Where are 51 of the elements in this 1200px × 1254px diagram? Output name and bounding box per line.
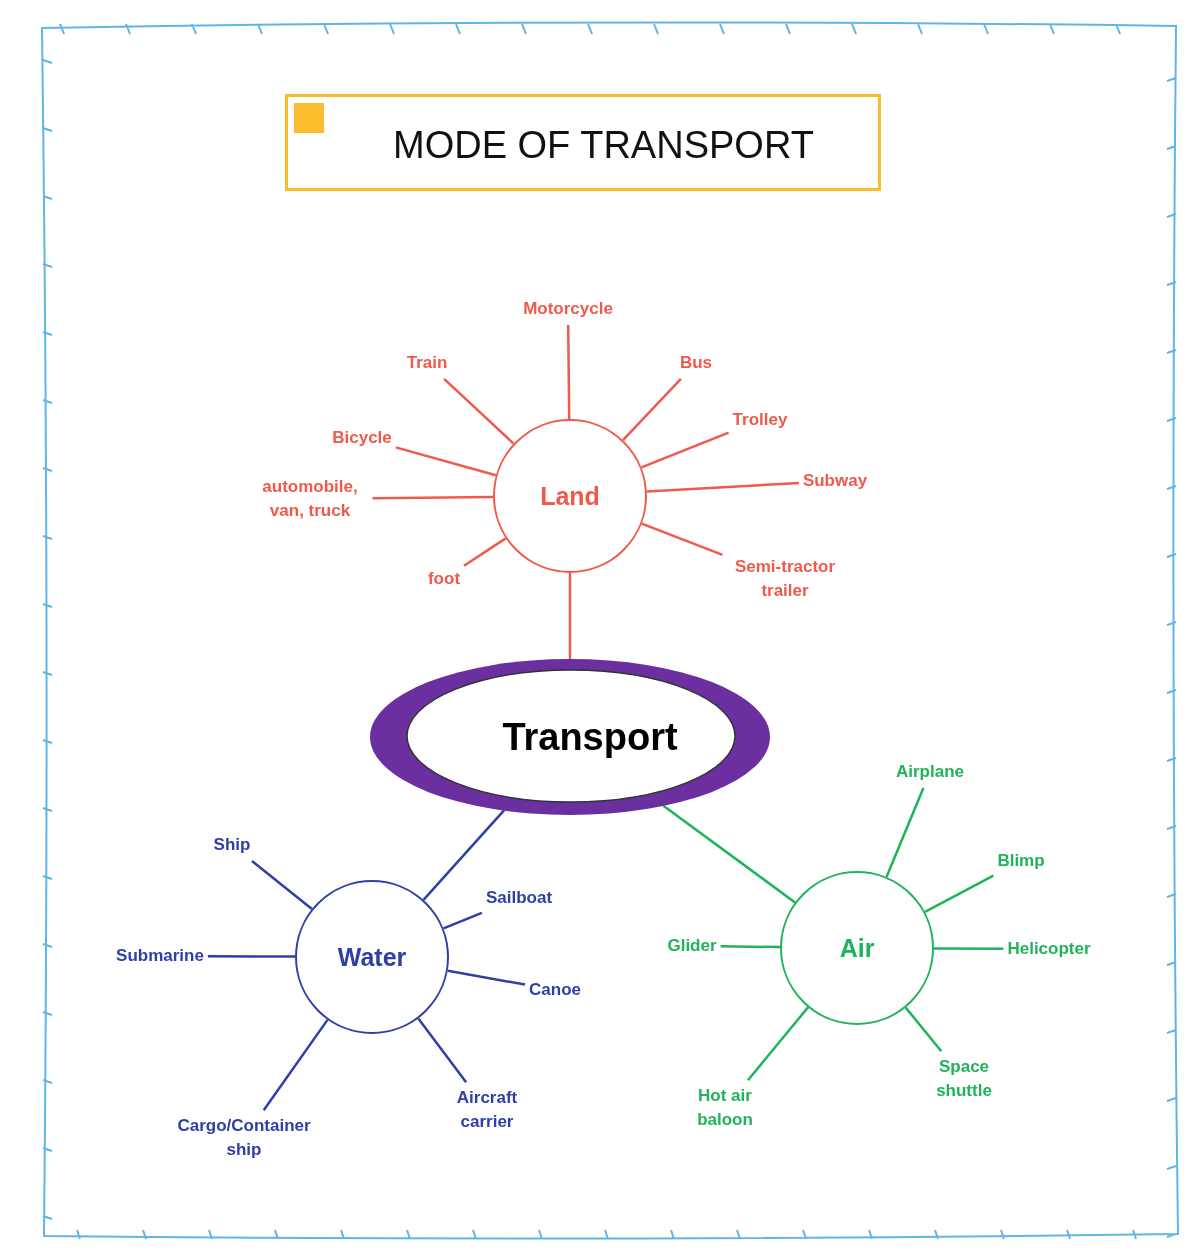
connector-line bbox=[720, 945, 780, 949]
item-label: Space shuttle bbox=[926, 1051, 1002, 1107]
connector-line bbox=[463, 537, 507, 567]
item-label: Hot air baloon bbox=[685, 1080, 765, 1136]
connector-line bbox=[662, 804, 796, 904]
connector-line bbox=[262, 1019, 329, 1111]
connector-line bbox=[443, 911, 483, 930]
connector-line bbox=[251, 859, 313, 910]
item-label: Glider bbox=[663, 930, 721, 962]
item-label: Train bbox=[402, 347, 452, 379]
connector-line bbox=[622, 378, 682, 441]
item-label: Semi-tractor trailer bbox=[722, 551, 848, 607]
category-circle: Land bbox=[493, 419, 647, 573]
item-label: Canoe bbox=[525, 974, 585, 1006]
item-label: Trolley bbox=[728, 404, 792, 436]
connector-line bbox=[566, 324, 571, 419]
item-label: Bicycle bbox=[328, 422, 396, 454]
category-circle: Water bbox=[295, 880, 449, 1034]
connector-line bbox=[904, 1006, 943, 1052]
connector-line bbox=[395, 446, 497, 477]
connector-line bbox=[207, 954, 295, 958]
connector-line bbox=[422, 809, 506, 901]
item-label: Subway bbox=[798, 465, 872, 497]
connector-line bbox=[447, 969, 526, 986]
connector-line bbox=[641, 522, 723, 557]
item-label: Bus bbox=[675, 347, 717, 379]
item-label: Ship bbox=[209, 829, 255, 861]
item-label: Blimp bbox=[993, 845, 1049, 877]
item-label: automobile, van, truck bbox=[247, 471, 373, 527]
connector-line bbox=[934, 947, 1004, 951]
category-circle: Air bbox=[780, 871, 934, 1025]
connector-line bbox=[443, 378, 515, 445]
node-title: Transport bbox=[501, 714, 679, 760]
item-label: Sailboat bbox=[481, 882, 557, 914]
item-label: foot bbox=[423, 563, 465, 595]
item-label: Airplane bbox=[892, 756, 968, 788]
connector-line bbox=[568, 573, 572, 660]
item-label: Aircraft carrier bbox=[444, 1082, 530, 1138]
connector-line bbox=[417, 1017, 468, 1083]
connector-line bbox=[746, 1006, 809, 1081]
connector-line bbox=[641, 431, 730, 469]
item-label: Cargo/Container ship bbox=[164, 1110, 324, 1166]
connector-line bbox=[372, 495, 493, 500]
title-text: MODE OF TRANSPORT bbox=[393, 124, 814, 167]
connector-line bbox=[924, 874, 994, 913]
item-label: Helicopter bbox=[1003, 933, 1095, 965]
connector-line bbox=[646, 481, 799, 493]
connector-line bbox=[885, 787, 925, 878]
root-oval bbox=[368, 657, 772, 817]
item-label: Submarine bbox=[112, 940, 208, 972]
item-label: Motorcycle bbox=[519, 293, 617, 325]
